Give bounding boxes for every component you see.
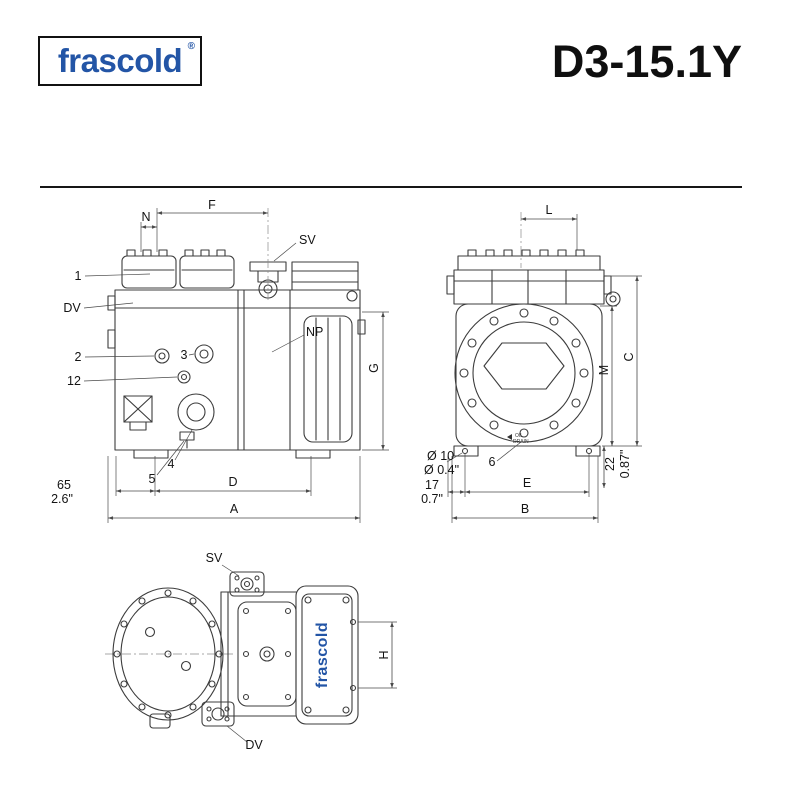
offset-label-mm: 65 (57, 478, 71, 492)
callout-5: 5 (149, 472, 156, 486)
dim-label-g: G (367, 363, 381, 373)
callout-3: 3 (181, 348, 188, 362)
valve-label-sv-top: SV (206, 551, 223, 565)
dim-label-f: F (208, 198, 216, 212)
registered-mark: ® (187, 41, 195, 52)
offset-label-in: 2.6" (51, 492, 73, 506)
callout-4: 4 (168, 457, 175, 471)
dim-label-n: N (141, 210, 150, 224)
dim-label-a: A (230, 502, 239, 516)
top-view: frascold SV H DV (105, 551, 397, 752)
side-view-drawing (107, 249, 366, 459)
brand-logo-text: frascold (57, 42, 183, 79)
hole-dia-label-in: Ø 0.4" (424, 463, 459, 477)
dim-label-l: L (546, 203, 553, 217)
front-view-leader-lines (446, 441, 522, 463)
front-view-dimension-lines (448, 217, 639, 520)
callout-1: 1 (75, 269, 82, 283)
front-view: OIL DRAIN L C M (421, 203, 642, 523)
dim-label-c: C (622, 352, 636, 361)
top-view-drawing (112, 571, 359, 729)
valve-label-dv: DV (63, 301, 81, 315)
dim-label-h: H (377, 650, 391, 659)
side-view-leader-lines (83, 242, 305, 476)
side-view-dimension-lines (108, 211, 385, 520)
dim-label-e: E (523, 476, 531, 490)
offset-label-mm: 17 (425, 478, 439, 492)
front-view-drawing (446, 249, 621, 457)
terminal-box-brand: frascold (314, 622, 331, 688)
plug-label-np: NP (306, 325, 323, 339)
oil-drain-label-line1: OIL (515, 433, 523, 439)
brand-logo-box: frascold ® (38, 36, 202, 86)
front-view-extension-lines (447, 214, 642, 523)
side-view: F N SV 1 DV 2 3 12 NP G 4 5 D 65 2.6" A (51, 198, 389, 523)
dim-label-b: B (521, 502, 529, 516)
callout-6: 6 (489, 455, 496, 469)
header-divider (40, 186, 742, 188)
dim-label-d: D (228, 475, 237, 489)
valve-label-sv: SV (299, 233, 316, 247)
height-label-mm: 22 (603, 457, 617, 471)
valve-label-dv-top: DV (245, 738, 263, 752)
dim-label-m: M (597, 365, 611, 375)
model-title: D3-15.1Y (551, 36, 742, 87)
offset-label-in: 0.7" (421, 492, 443, 506)
height-label-in: 0.87" (618, 450, 632, 479)
callout-12: 12 (67, 374, 81, 388)
top-view-leader-lines (221, 564, 248, 743)
callout-2: 2 (75, 350, 82, 364)
hole-dia-label-mm: Ø 10 (427, 449, 454, 463)
